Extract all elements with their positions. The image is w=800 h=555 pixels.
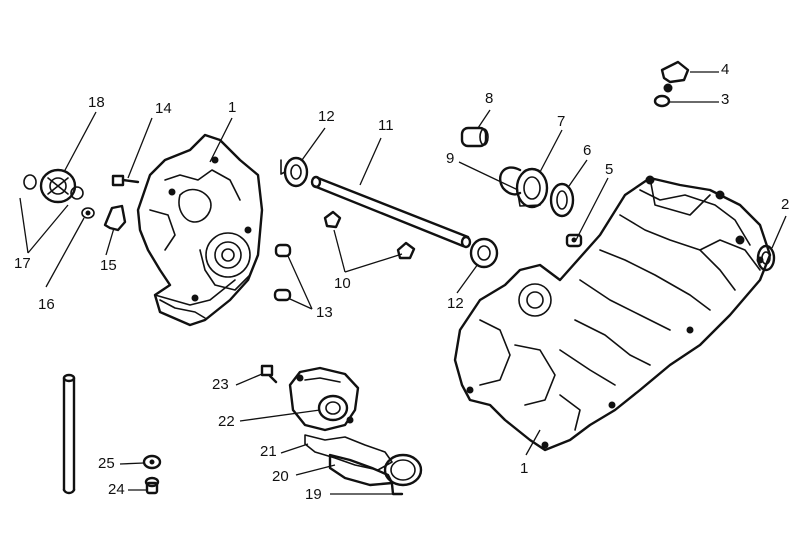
callout-14: 14 <box>155 100 172 117</box>
part-9-circlip <box>498 166 522 196</box>
part-5-plug <box>565 233 583 248</box>
callout-11: 11 <box>378 117 394 134</box>
long-rod <box>62 373 76 495</box>
callout-22: 22 <box>218 413 235 430</box>
part-14-bolt <box>111 174 140 187</box>
callout-1-right: 1 <box>520 460 529 477</box>
part-22-pump-housing <box>288 366 360 432</box>
callout-8: 8 <box>485 90 494 107</box>
callout-23: 23 <box>212 376 229 393</box>
part-15-bracket <box>103 204 127 232</box>
part-10-pin-b <box>396 241 416 260</box>
part-2-seal <box>756 244 776 272</box>
part-24-screw <box>144 476 160 495</box>
callout-15: 15 <box>100 257 117 274</box>
callout-12-upper: 12 <box>318 108 335 125</box>
part-12-bearing-lower <box>469 237 499 269</box>
right-crankcase-half <box>453 175 772 452</box>
part-23-bolt <box>260 364 278 384</box>
part-7-bearing <box>515 167 549 209</box>
callout-17: 17 <box>14 255 31 272</box>
leader-lines <box>19 71 787 495</box>
callout-25: 25 <box>98 455 115 472</box>
part-17-o-ring-b <box>70 186 84 200</box>
callout-20: 20 <box>272 468 289 485</box>
part-17-o-ring <box>23 174 37 190</box>
callout-5: 5 <box>605 161 614 178</box>
part-4-cap <box>660 60 690 93</box>
callout-7: 7 <box>557 113 566 130</box>
part-21-gasket <box>304 434 393 471</box>
callout-18: 18 <box>88 94 105 111</box>
part-12-bearing-upper <box>280 156 309 188</box>
callout-12-lower: 12 <box>447 295 464 312</box>
part-13-dowel-a <box>274 243 292 258</box>
part-3-o-ring <box>653 94 671 108</box>
callout-3: 3 <box>721 91 730 108</box>
part-11-shaft <box>310 175 472 249</box>
part-25-washer <box>142 454 162 470</box>
callout-24: 24 <box>108 481 125 498</box>
callout-19: 19 <box>305 486 322 503</box>
part-16-ring <box>81 207 95 219</box>
callout-9: 9 <box>446 150 455 167</box>
callout-10: 10 <box>334 275 351 292</box>
callout-1-left: 1 <box>228 99 237 116</box>
part-6-seal <box>549 182 575 218</box>
callout-2: 2 <box>781 196 790 213</box>
callout-4: 4 <box>721 61 730 78</box>
callout-13: 13 <box>316 304 333 321</box>
part-10-pin-a <box>323 210 342 229</box>
part-19-clamp <box>383 453 423 496</box>
left-crankcase-half <box>136 133 264 327</box>
callout-16: 16 <box>38 296 55 313</box>
part-18-seal <box>39 168 77 204</box>
callout-6: 6 <box>583 142 592 159</box>
callout-21: 21 <box>260 443 277 460</box>
part-13-dowel-b <box>273 288 292 302</box>
part-8-bushing <box>460 126 489 148</box>
